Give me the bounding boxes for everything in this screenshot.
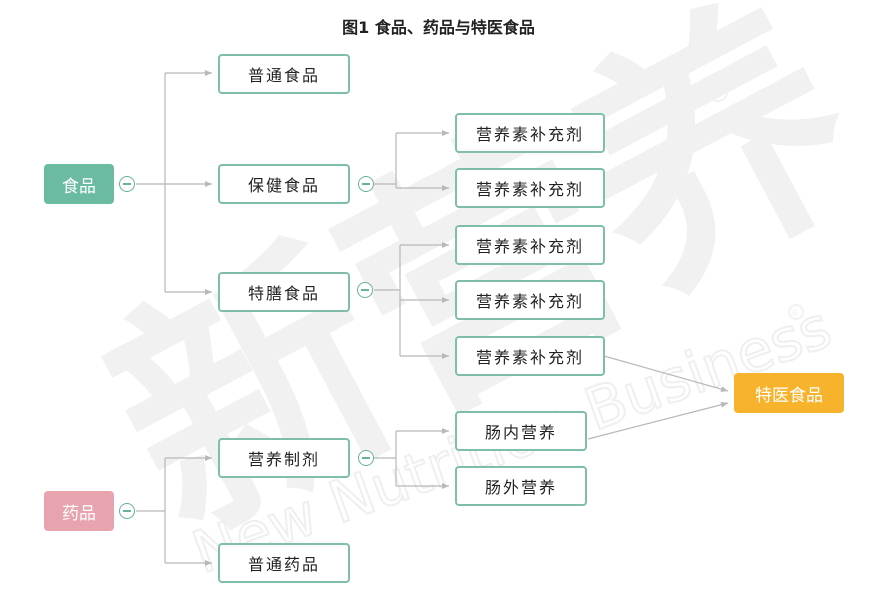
leaf-health-supplement-2-label: 营养素补充剂 bbox=[475, 180, 584, 199]
node-special-diet-food-label: 特膳食品 bbox=[247, 284, 320, 303]
leaf-health-supplement-1-label: 营养素补充剂 bbox=[475, 125, 584, 144]
node-health-food[interactable]: 保健食品 bbox=[218, 164, 350, 204]
connector-lines bbox=[136, 70, 729, 566]
leaf-diet-supplement-2-label: 营养素补充剂 bbox=[475, 292, 584, 311]
target-special-medical-food[interactable]: 特医食品 bbox=[734, 373, 844, 413]
root-drug-label: 药品 bbox=[62, 503, 96, 524]
figure-title: 图1 食品、药品与特医食品 bbox=[342, 18, 535, 37]
watermark-registered-mark-2 bbox=[788, 304, 804, 320]
collapse-health-food-icon[interactable] bbox=[358, 176, 374, 192]
node-general-food[interactable]: 普通食品 bbox=[218, 54, 350, 94]
collapse-food-icon[interactable] bbox=[119, 176, 135, 192]
node-special-diet-food[interactable]: 特膳食品 bbox=[218, 272, 350, 312]
node-general-drug-label: 普通药品 bbox=[247, 555, 320, 574]
root-food-label: 食品 bbox=[62, 176, 96, 197]
leaf-diet-supplement-3-label: 营养素补充剂 bbox=[475, 348, 584, 367]
root-drug[interactable]: 药品 bbox=[44, 491, 114, 531]
node-nutrition-preparation[interactable]: 营养制剂 bbox=[218, 438, 350, 478]
leaf-enteral-nutrition-label: 肠内营养 bbox=[484, 423, 557, 442]
leaf-diet-supplement-1-label: 营养素补充剂 bbox=[475, 237, 584, 256]
svg-text:R: R bbox=[792, 309, 798, 319]
leaf-diet-supplement-2[interactable]: 营养素补充剂 bbox=[455, 280, 605, 320]
leaf-diet-supplement-1[interactable]: 营养素补充剂 bbox=[455, 225, 605, 265]
collapse-special-diet-icon[interactable] bbox=[357, 282, 373, 298]
leaf-diet-supplement-3[interactable]: 营养素补充剂 bbox=[455, 336, 605, 376]
node-nutrition-preparation-label: 营养制剂 bbox=[247, 450, 320, 469]
node-general-drug[interactable]: 普通药品 bbox=[218, 543, 350, 583]
watermark-registered-mark-1 bbox=[708, 82, 728, 102]
leaf-health-supplement-1[interactable]: 营养素补充剂 bbox=[455, 113, 605, 153]
root-food[interactable]: 食品 bbox=[44, 164, 114, 204]
leaf-enteral-nutrition[interactable]: 肠内营养 bbox=[455, 411, 587, 451]
leaf-health-supplement-2[interactable]: 营养素补充剂 bbox=[455, 168, 605, 208]
leaf-parenteral-nutrition[interactable]: 肠外营养 bbox=[455, 466, 587, 506]
target-special-medical-food-label: 特医食品 bbox=[755, 385, 823, 406]
node-general-food-label: 普通食品 bbox=[247, 66, 320, 85]
collapse-nutrition-preparation-icon[interactable] bbox=[358, 450, 374, 466]
collapse-drug-icon[interactable] bbox=[119, 503, 135, 519]
node-health-food-label: 保健食品 bbox=[247, 176, 320, 195]
svg-text:R: R bbox=[713, 87, 721, 100]
leaf-parenteral-nutrition-label: 肠外营养 bbox=[484, 478, 557, 497]
